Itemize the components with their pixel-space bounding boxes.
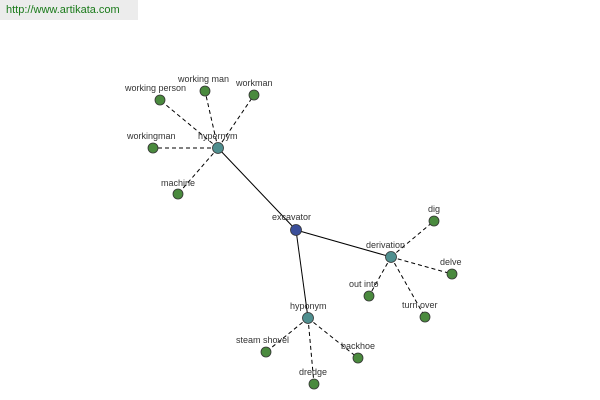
- edge-derivation-delve: [390, 256, 453, 275]
- edge-hyponym-steam-shovel: [265, 317, 309, 353]
- edge-hypernym-working-person: [159, 99, 219, 149]
- node-hyponym[interactable]: hyponym: [290, 301, 327, 324]
- leaf-node-marker[interactable]: [154, 94, 166, 106]
- node-label-excavator[interactable]: excavator: [272, 212, 311, 222]
- node-out-into[interactable]: out into: [349, 279, 379, 302]
- edge-derivation-turn-over: [390, 256, 426, 318]
- category-node-marker[interactable]: [302, 312, 314, 324]
- leaf-node-marker[interactable]: [363, 290, 375, 302]
- node-workingman[interactable]: workingman: [126, 131, 176, 154]
- edge-hypernym-working-man: [204, 90, 219, 149]
- source-url[interactable]: http://www.artikata.com: [0, 0, 138, 20]
- edge-excavator-hypernym: [217, 147, 297, 231]
- leaf-node-marker[interactable]: [199, 85, 211, 97]
- node-label-out-into[interactable]: out into: [349, 279, 379, 289]
- leaf-node-marker[interactable]: [352, 352, 364, 364]
- node-label-backhoe[interactable]: backhoe: [341, 341, 375, 351]
- node-label-hypernym[interactable]: hypernym: [198, 131, 238, 141]
- leaf-node-marker[interactable]: [446, 268, 458, 280]
- leaf-node-marker[interactable]: [248, 89, 260, 101]
- edge-hypernym-machine: [177, 147, 219, 195]
- leaf-node-marker[interactable]: [419, 311, 431, 323]
- node-label-hyponym[interactable]: hyponym: [290, 301, 327, 311]
- node-label-steam-shovel[interactable]: steam shovel: [236, 335, 289, 345]
- leaf-node-marker[interactable]: [428, 215, 440, 227]
- category-node-marker[interactable]: [385, 251, 397, 263]
- leaf-node-marker[interactable]: [147, 142, 159, 154]
- node-dig[interactable]: dig: [428, 204, 440, 227]
- node-steam-shovel[interactable]: steam shovel: [236, 335, 289, 358]
- node-hypernym[interactable]: hypernym: [198, 131, 238, 154]
- edge-hypernym-workman: [217, 94, 255, 149]
- graph-edges: [153, 90, 453, 385]
- node-label-turn-over[interactable]: turn over: [402, 300, 438, 310]
- node-label-workingman[interactable]: workingman: [126, 131, 176, 141]
- node-turn-over[interactable]: turn over: [402, 300, 438, 323]
- node-label-working-man[interactable]: working man: [177, 74, 229, 84]
- leaf-node-marker[interactable]: [308, 378, 320, 390]
- node-label-machine[interactable]: machine: [161, 178, 195, 188]
- edge-excavator-hyponym: [295, 229, 309, 319]
- node-derivation[interactable]: derivation: [366, 240, 405, 263]
- leaf-node-marker[interactable]: [172, 188, 184, 200]
- node-backhoe[interactable]: backhoe: [341, 341, 375, 364]
- node-working-man[interactable]: working man: [177, 74, 229, 97]
- node-dredge[interactable]: dredge: [299, 367, 327, 390]
- node-working-person[interactable]: working person: [124, 83, 186, 106]
- node-label-delve[interactable]: delve: [440, 257, 462, 267]
- node-label-workman[interactable]: workman: [235, 78, 273, 88]
- node-label-dig[interactable]: dig: [428, 204, 440, 214]
- node-delve[interactable]: delve: [440, 257, 462, 280]
- node-label-working-person[interactable]: working person: [124, 83, 186, 93]
- leaf-node-marker[interactable]: [260, 346, 272, 358]
- edge-hyponym-backhoe: [307, 317, 359, 359]
- edge-excavator-derivation: [295, 229, 392, 258]
- node-excavator[interactable]: excavator: [272, 212, 311, 236]
- node-workman[interactable]: workman: [235, 78, 273, 101]
- node-machine[interactable]: machine: [161, 178, 195, 200]
- category-node-marker[interactable]: [212, 142, 224, 154]
- node-label-dredge[interactable]: dredge: [299, 367, 327, 377]
- edge-derivation-out-into: [368, 256, 392, 297]
- edge-derivation-dig: [390, 220, 435, 258]
- node-label-derivation[interactable]: derivation: [366, 240, 405, 250]
- root-node-marker[interactable]: [290, 224, 302, 236]
